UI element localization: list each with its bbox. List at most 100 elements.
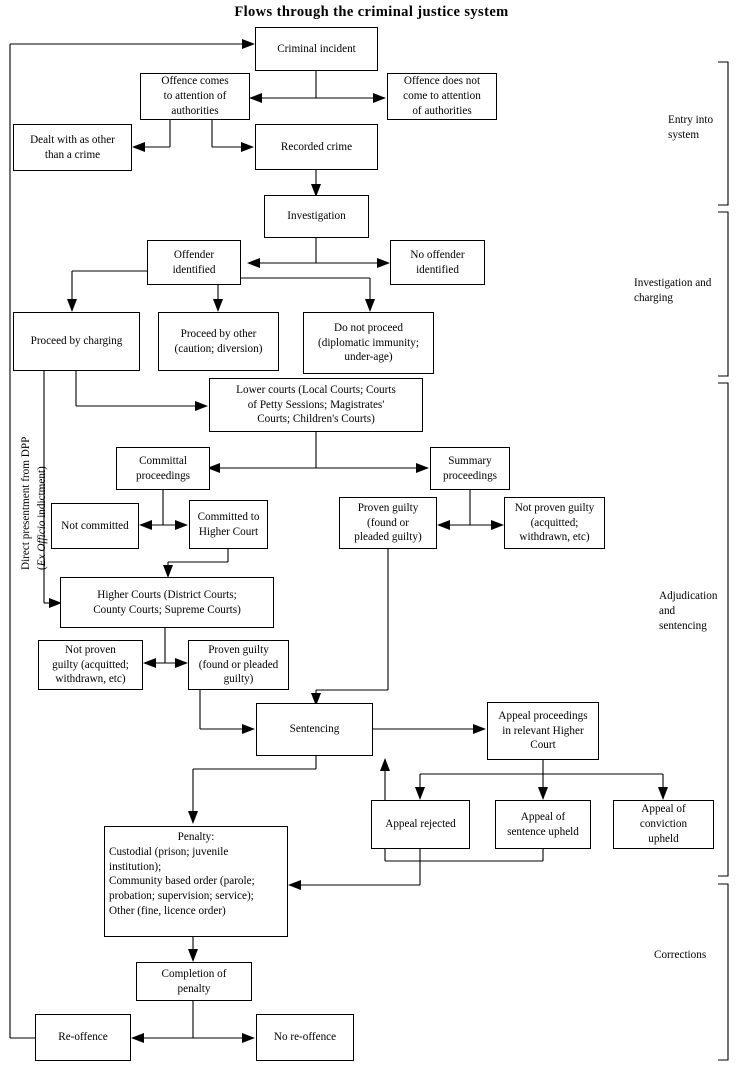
- node-label-line3: Courts; Children's Courts): [257, 413, 375, 426]
- node-label-line1: Higher Courts (District Courts;: [97, 588, 237, 601]
- node-label-line1: Proceed by other: [180, 327, 257, 340]
- stage-label-adjudication-and-sentencing: Adjudication and sentencing: [659, 589, 739, 634]
- stage-label-line2: charging: [634, 292, 673, 305]
- node-criminal-incident[interactable]: Criminal incident: [255, 27, 378, 71]
- arrowhead-proven-guilty-summary: [437, 520, 450, 530]
- node-label-line2: identified: [416, 263, 459, 276]
- arrowhead-lower-courts: [195, 401, 208, 411]
- arrowhead-not-proven-guilty-summary: [491, 520, 504, 530]
- node-recorded-crime[interactable]: Recorded crime: [255, 124, 378, 170]
- stage-label-line1: Adjudication: [659, 590, 718, 602]
- node-not-committed[interactable]: Not committed: [51, 503, 139, 549]
- node-label-line1: Offender: [173, 248, 215, 261]
- node-label: Not committed: [61, 519, 129, 532]
- arrowhead-offender-identified: [247, 258, 260, 268]
- node-committal-proceedings[interactable]: Committal proceedings: [116, 447, 210, 490]
- node-proceed-by-other[interactable]: Proceed by other(caution; diversion): [158, 312, 279, 371]
- node-label-line1: Committal: [139, 454, 187, 467]
- node-do-not-proceed[interactable]: Do not proceed(diplomatic immunity;under…: [303, 312, 434, 374]
- arrowhead-penalty-from-appeal: [288, 880, 301, 890]
- stage-label-line2: system: [668, 129, 700, 142]
- node-label-line3: Court: [530, 739, 556, 752]
- node-label-line2: proceedings: [135, 469, 191, 482]
- arrowhead-sentencing-from-higher: [242, 724, 255, 734]
- arrowhead-not-committed: [139, 520, 152, 530]
- arrowhead-do-not-proceed: [365, 299, 375, 312]
- node-label-line2: to attention of: [163, 90, 227, 103]
- edge-label-paren-open: (: [36, 566, 48, 570]
- node-label-line2: in relevant Higher: [502, 724, 584, 737]
- stage-label-line3: sentencing: [659, 620, 707, 633]
- node-summary-proceedings[interactable]: Summary proceedings: [430, 447, 510, 490]
- arrowhead-completion-of-penalty: [188, 949, 198, 962]
- stage-label-line1: Investigation and: [634, 277, 712, 289]
- node-label-line3: authorities: [171, 104, 219, 117]
- edge-label-italic: Ex Officio: [36, 520, 48, 567]
- node-label-line1: Offence does not: [403, 75, 481, 88]
- node-label-line3: withdrawn, etc): [519, 531, 590, 544]
- arrowhead-summary-proceedings: [416, 463, 429, 473]
- node-label-line2: come to attention: [403, 90, 481, 103]
- node-label-line1: Summary: [448, 454, 492, 467]
- node-re-offence[interactable]: Re-offence: [35, 1014, 131, 1061]
- node-no-re-offence[interactable]: No re-offence: [256, 1014, 354, 1061]
- arrowhead-not-proven-guilty-higher: [143, 658, 156, 668]
- node-investigation[interactable]: Investigation: [264, 195, 369, 238]
- node-label: Investigation: [287, 210, 346, 223]
- node-label-line1: Completion of: [161, 967, 227, 980]
- node-sentencing[interactable]: Sentencing: [256, 703, 373, 756]
- bracket-corrections: [718, 883, 729, 1061]
- arrowhead-criminal-incident-loop: [242, 39, 255, 49]
- arrowhead-re-offence: [131, 1033, 144, 1043]
- arrowhead-recorded-crime: [241, 142, 254, 152]
- node-appeal-rejected[interactable]: Appeal rejected: [371, 800, 470, 849]
- node-label-line2: County Courts; Supreme Courts): [93, 603, 241, 616]
- node-higher-courts[interactable]: Higher Courts (District Courts; County Co…: [60, 577, 274, 628]
- page-title: Flows through the criminal justice syste…: [234, 4, 509, 20]
- arrowhead-committed-to-higher: [175, 520, 188, 530]
- node-label-line1: Not proven: [65, 643, 116, 656]
- node-label-line1: Custodial (prison; juvenile: [109, 845, 229, 858]
- node-completion-of-penalty[interactable]: Completion of penalty: [136, 962, 252, 1001]
- stage-label-line2: and: [659, 605, 676, 618]
- node-label-line2: proceedings: [442, 469, 498, 482]
- node-label-line2: of Petty Sessions; Magistrates': [247, 398, 385, 411]
- node-label: Appeal rejected: [385, 818, 456, 831]
- node-label-line2: penalty: [177, 982, 211, 995]
- node-label: Criminal incident: [277, 42, 356, 55]
- node-label-line1: Appeal of: [520, 810, 566, 823]
- node-label: Re-offence: [58, 1031, 108, 1044]
- arrowhead-proceed-by-charging: [67, 299, 77, 312]
- node-label-line2: institution);: [109, 860, 162, 873]
- node-label-line1: Do not proceed: [334, 321, 403, 334]
- arrowhead-appeal-proceedings: [473, 724, 486, 734]
- arrowhead-no-offender-identified: [377, 258, 390, 268]
- node-label-line1: Appeal of: [641, 803, 686, 816]
- node-label-line2: conviction: [639, 818, 688, 831]
- stage-label-line1: Corrections: [654, 949, 707, 961]
- edge-label-direct-presentment: Direct presentment from DPP (Ex Officio …: [6, 370, 48, 570]
- node-label-line3: Community based order (parole;: [109, 875, 255, 888]
- node-label-line3: upheld: [648, 832, 679, 845]
- node-proceed-by-charging[interactable]: Proceed by charging: [13, 312, 140, 371]
- node-label-line2: guilty (acquitted;: [52, 658, 129, 671]
- node-not-proven-guilty-summary[interactable]: Not proven guilty(acquitted;withdrawn, e…: [504, 497, 605, 549]
- node-label: Proceed by charging: [30, 335, 123, 348]
- node-label-line5: Other (fine, licence order): [109, 904, 226, 917]
- arrowhead-appeal-rejected: [415, 787, 425, 800]
- node-label-line3: pleaded guilty): [354, 531, 422, 544]
